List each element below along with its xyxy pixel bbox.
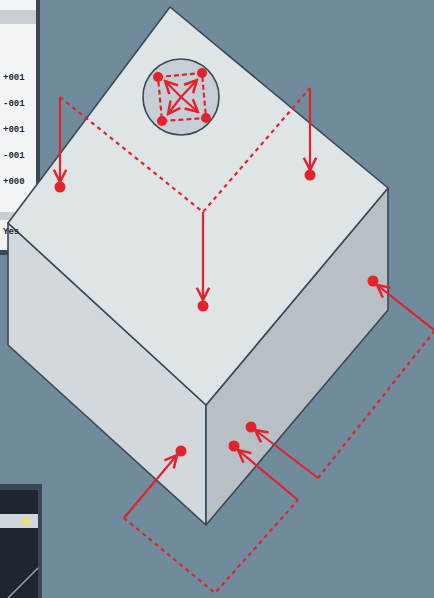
top-loads: [55, 88, 316, 312]
table-cell: -001: [3, 152, 25, 161]
dot: [157, 116, 167, 126]
load-arrow: [59, 97, 61, 182]
panel-body: [0, 490, 38, 598]
table-cell: +001: [3, 126, 25, 135]
screenshot-panel: [0, 484, 42, 598]
dot: [198, 301, 209, 312]
panel-icon: [22, 517, 30, 525]
dotted-line: [318, 324, 434, 478]
panel-toolbar: [0, 514, 38, 528]
dotted-line: [124, 500, 298, 593]
arrow: [181, 97, 198, 112]
dot: [197, 68, 207, 78]
dot: [229, 441, 240, 452]
load-arrow: [238, 450, 298, 500]
dot: [55, 182, 66, 193]
table-cell: +000: [3, 178, 25, 187]
panel-header: [0, 10, 36, 24]
panel-frame: [0, 484, 42, 598]
dot: [153, 72, 163, 82]
dashed-square: [158, 73, 206, 121]
arrow: [181, 80, 197, 97]
button-text: Yes: [3, 228, 19, 237]
top-face: [8, 7, 388, 405]
side-loads: [124, 276, 434, 594]
load-arrow: [377, 285, 434, 330]
table-cell: -001: [3, 100, 25, 109]
dot: [246, 422, 257, 433]
load-arrow: [202, 212, 204, 300]
arrow: [168, 97, 181, 114]
dot: [305, 170, 316, 181]
load-arrow: [255, 430, 318, 478]
load-arrow: [309, 88, 311, 170]
dot: [201, 113, 211, 123]
load-arrow: [124, 455, 177, 518]
expansion-symbol: [153, 68, 211, 126]
dot: [176, 446, 187, 457]
circular-region: [143, 59, 219, 135]
block: [8, 7, 388, 525]
table-cell: +001: [3, 74, 25, 83]
arrow: [165, 81, 181, 97]
dotted-line: [60, 88, 310, 212]
panel-line: [8, 568, 38, 598]
dot: [368, 276, 379, 287]
